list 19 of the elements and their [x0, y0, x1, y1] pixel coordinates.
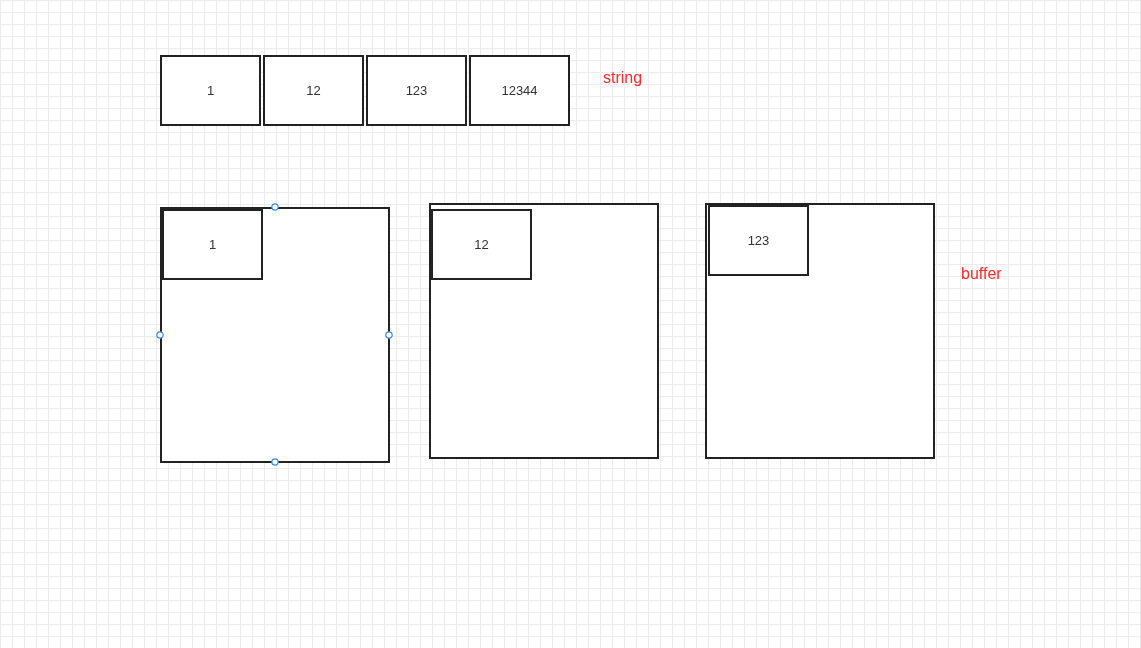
- box-text: 12: [474, 235, 489, 254]
- text-box: [366, 55, 467, 126]
- box-text: 123: [405, 81, 428, 100]
- buffer-box: [429, 203, 659, 459]
- annotation-text: buffer: [961, 264, 1002, 284]
- buffer-box: [705, 203, 935, 459]
- text-box: [469, 55, 570, 126]
- box-text: 123: [747, 231, 770, 250]
- buffer-box: [160, 207, 390, 463]
- text-box: [160, 55, 261, 126]
- box-text: 12344: [501, 81, 538, 100]
- annotation-text: string: [603, 68, 643, 88]
- text-box: [708, 205, 809, 276]
- box-text: 1: [208, 235, 217, 254]
- box-text: 12: [306, 81, 321, 100]
- text-box: [162, 209, 263, 280]
- text-box: [431, 209, 532, 280]
- text-box: [263, 55, 364, 126]
- box-text: 1: [206, 81, 215, 100]
